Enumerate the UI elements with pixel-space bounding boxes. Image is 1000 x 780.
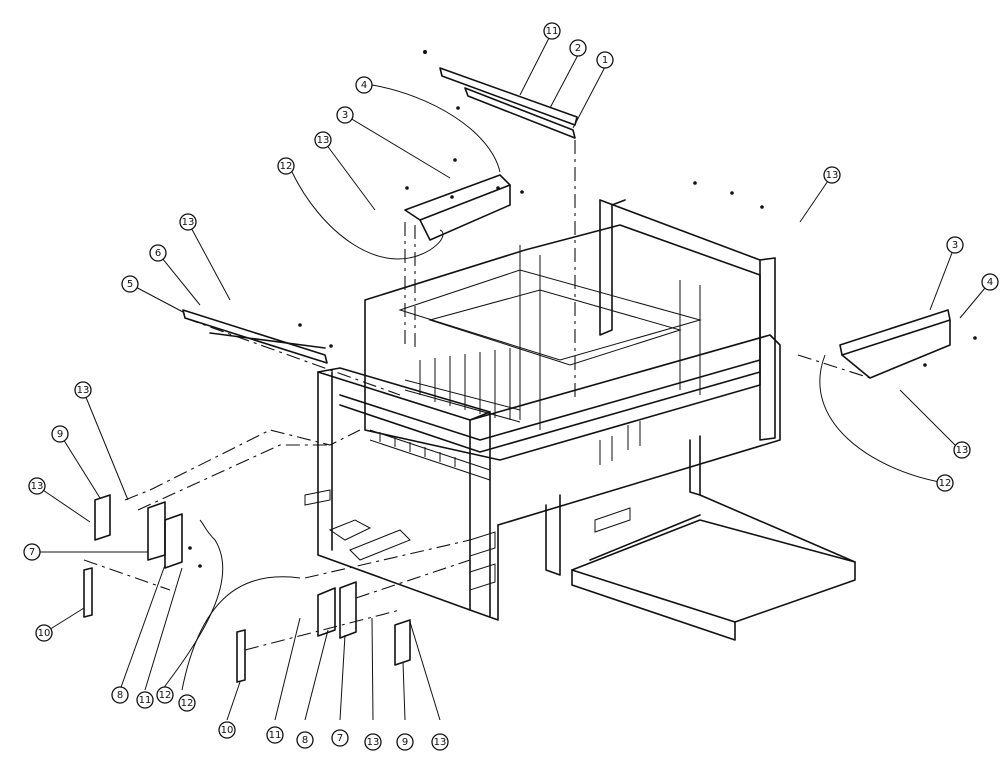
callout-number: 12 <box>181 698 194 709</box>
callout-circle <box>936 474 954 492</box>
callout-number: 13 <box>826 170 839 181</box>
callout-5: 5 <box>121 275 139 293</box>
callout-13: 13 <box>953 441 971 459</box>
callout-12: 12 <box>936 474 954 492</box>
callout-circle <box>981 273 999 291</box>
callout-number: 10 <box>221 725 234 736</box>
callout-circle <box>396 733 414 751</box>
callout-circle <box>364 733 382 751</box>
callout-9: 9 <box>51 425 69 443</box>
callout-number: 8 <box>302 735 308 746</box>
callout-3: 3 <box>946 236 964 254</box>
callout-13: 13 <box>364 733 382 751</box>
callout-circle <box>156 686 174 704</box>
callout-number: 12 <box>159 690 172 701</box>
callout-circle <box>178 694 196 712</box>
callout-circle <box>314 131 332 149</box>
callout-number: 8 <box>117 690 123 701</box>
callout-10: 10 <box>218 721 236 739</box>
callout-circle <box>74 381 92 399</box>
callout-number: 13 <box>434 737 447 748</box>
callout-circle <box>111 686 129 704</box>
callout-number: 12 <box>280 161 293 172</box>
callout-12: 12 <box>156 686 174 704</box>
callout-circle <box>569 39 587 57</box>
callout-number: 13 <box>31 481 44 492</box>
callout-circle <box>331 729 349 747</box>
callout-circle <box>51 425 69 443</box>
callout-number: 3 <box>952 240 958 251</box>
callout-circle <box>149 244 167 262</box>
callout-2: 2 <box>569 39 587 57</box>
callout-number: 3 <box>342 110 348 121</box>
callout-number: 13 <box>367 737 380 748</box>
callout-number: 1 <box>602 55 608 66</box>
callout-11: 11 <box>543 22 561 40</box>
callout-13: 13 <box>179 213 197 231</box>
callout-number: 4 <box>361 80 367 91</box>
callout-circle <box>543 22 561 40</box>
callout-circle <box>946 236 964 254</box>
callout-number: 6 <box>155 248 161 259</box>
callout-13: 13 <box>823 166 841 184</box>
callout-circle <box>136 691 154 709</box>
callout-13: 13 <box>431 733 449 751</box>
callout-8: 8 <box>111 686 129 704</box>
callout-number: 9 <box>57 429 63 440</box>
callout-number: 11 <box>269 730 282 741</box>
callout-number: 5 <box>127 279 133 290</box>
callout-7: 7 <box>23 543 41 561</box>
callout-number: 13 <box>956 445 969 456</box>
exploded-parts <box>32 31 991 721</box>
callout-13: 13 <box>314 131 332 149</box>
callout-circle <box>355 76 373 94</box>
callout-number: 10 <box>38 628 51 639</box>
callout-9: 9 <box>396 733 414 751</box>
callout-6: 6 <box>149 244 167 262</box>
callout-number: 13 <box>182 217 195 228</box>
callout-circle <box>35 624 53 642</box>
callout-13: 13 <box>28 477 46 495</box>
callout-11: 11 <box>266 726 284 744</box>
callout-number: 2 <box>575 43 581 54</box>
callout-circle <box>179 213 197 231</box>
callout-12: 12 <box>178 694 196 712</box>
callout-number: 13 <box>77 385 90 396</box>
callout-circle <box>28 477 46 495</box>
callout-number: 11 <box>139 695 152 706</box>
callout-circle <box>431 733 449 751</box>
callout-number: 11 <box>546 26 559 37</box>
callout-circle <box>296 731 314 749</box>
callout-circle <box>277 157 295 175</box>
callout-number: 12 <box>939 478 952 489</box>
callout-circle <box>596 51 614 69</box>
callout-4: 4 <box>355 76 373 94</box>
callout-circle <box>266 726 284 744</box>
callout-1: 1 <box>596 51 614 69</box>
callout-number: 13 <box>317 135 330 146</box>
callout-12: 12 <box>277 157 295 175</box>
callout-13: 13 <box>74 381 92 399</box>
callout-11: 11 <box>136 691 154 709</box>
callout-number: 7 <box>337 733 343 744</box>
callout-circle <box>823 166 841 184</box>
callout-circle <box>336 106 354 124</box>
callout-10: 10 <box>35 624 53 642</box>
callout-8: 8 <box>296 731 314 749</box>
callout-4: 4 <box>981 273 999 291</box>
main-frame <box>304 199 856 641</box>
callout-circle <box>218 721 236 739</box>
callout-number: 9 <box>402 737 408 748</box>
callout-number: 4 <box>987 277 993 288</box>
callout-circle <box>121 275 139 293</box>
callout-3: 3 <box>336 106 354 124</box>
callout-number: 7 <box>29 547 35 558</box>
callout-circle <box>23 543 41 561</box>
callout-circle <box>953 441 971 459</box>
callout-7: 7 <box>331 729 349 747</box>
